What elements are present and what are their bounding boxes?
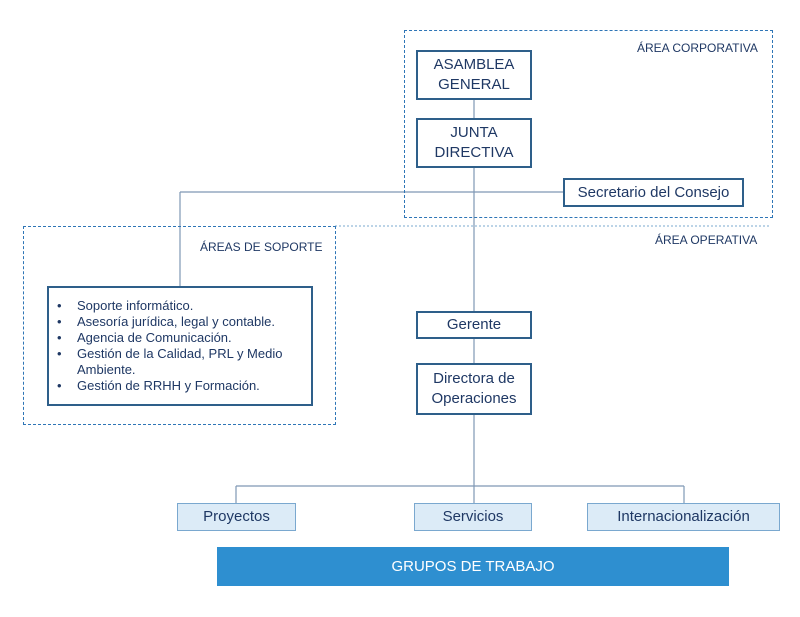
grupos-de-trabajo-banner: GRUPOS DE TRABAJO	[217, 547, 729, 586]
node-asamblea-general-label: ASAMBLEA GENERAL	[433, 56, 515, 93]
soporte-item: Gestión de la Calidad, PRL y Medio Ambie…	[57, 346, 311, 378]
node-internacionalizacion: Internacionalización	[587, 503, 780, 531]
node-internacionalizacion-label: Internacionalización	[617, 508, 750, 525]
area-soporte-box	[23, 226, 336, 425]
node-proyectos-label: Proyectos	[203, 508, 270, 525]
soporte-list: Soporte informático. Asesoría jurídica, …	[49, 298, 311, 394]
node-junta-directiva-label: JUNTA DIRECTIVA	[434, 124, 514, 161]
node-gerente-label: Gerente	[446, 316, 502, 333]
soporte-item: Soporte informático.	[57, 298, 311, 314]
area-soporte-label: ÁREAS DE SOPORTE	[200, 240, 323, 254]
node-proyectos: Proyectos	[177, 503, 296, 531]
area-corporativa-label: ÁREA CORPORATIVA	[637, 41, 758, 55]
node-directora-operaciones-label: Directora de Operaciones	[431, 370, 517, 407]
node-directora-operaciones: Directora de Operaciones	[416, 363, 532, 415]
node-servicios-label: Servicios	[442, 508, 504, 525]
node-asamblea-general: ASAMBLEA GENERAL	[416, 50, 532, 100]
soporte-item: Gestión de RRHH y Formación.	[57, 378, 311, 394]
soporte-item: Agencia de Comunicación.	[57, 330, 311, 346]
node-secretario-consejo: Secretario del Consejo	[563, 178, 744, 207]
area-operativa-label: ÁREA OPERATIVA	[655, 233, 758, 247]
node-junta-directiva: JUNTA DIRECTIVA	[416, 118, 532, 168]
soporte-item: Asesoría jurídica, legal y contable.	[57, 314, 311, 330]
node-gerente: Gerente	[416, 311, 532, 339]
node-areas-soporte-list: Soporte informático. Asesoría jurídica, …	[47, 286, 313, 406]
area-corporativa-box	[404, 30, 773, 218]
node-servicios: Servicios	[414, 503, 532, 531]
node-secretario-consejo-label: Secretario del Consejo	[577, 183, 730, 201]
grupos-de-trabajo-label: GRUPOS DE TRABAJO	[391, 558, 555, 575]
